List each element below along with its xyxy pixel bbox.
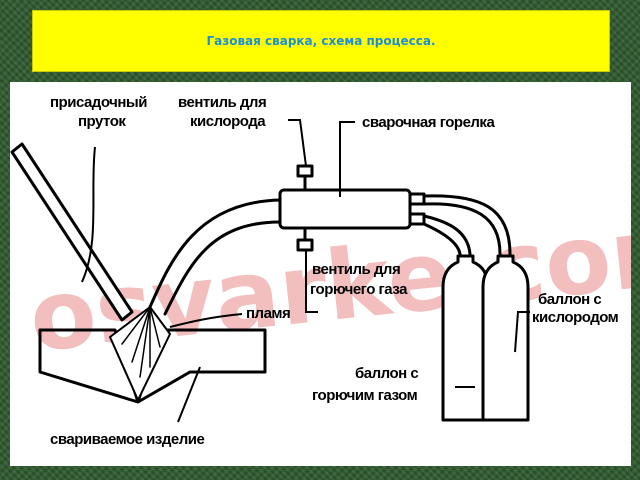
label-fuel-cylinder-2: горючим газом xyxy=(312,387,418,404)
leader-workpiece xyxy=(177,366,201,423)
leader-oxygen-valve xyxy=(288,119,307,167)
label-fuel-valve-1: вентиль для xyxy=(312,261,400,278)
label-flame: пламя xyxy=(246,305,290,322)
torch-nozzle-lower xyxy=(163,220,282,316)
flame-rays xyxy=(121,306,161,378)
label-oxygen-valve-2: кислорода xyxy=(190,113,266,130)
leader-torch xyxy=(339,121,355,197)
fuel-valve-knob xyxy=(296,238,314,252)
label-fuel-cylinder-1: баллон с xyxy=(355,365,418,382)
title-banner: Газовая сварка, схема процесса. xyxy=(32,10,610,72)
oxygen-hose-inner xyxy=(422,202,502,256)
fuel-hose-inner xyxy=(422,222,462,256)
label-filler-rod-2: пруток xyxy=(78,113,126,130)
label-filler-rod-1: присадочный xyxy=(50,94,147,111)
label-torch: сварочная горелка xyxy=(362,114,495,131)
leader-filler-rod xyxy=(81,146,96,283)
leader-fuel-valve xyxy=(305,250,318,313)
oxygen-hose xyxy=(422,194,512,256)
flame xyxy=(109,306,171,401)
hose-connector-top xyxy=(408,192,426,206)
page-title: Газовая сварка, схема процесса. xyxy=(206,34,436,48)
filler-rod xyxy=(10,142,134,322)
label-oxygen-cylinder-2: кислородом xyxy=(532,309,619,326)
torch-body xyxy=(278,188,412,230)
hose-connector-bottom xyxy=(408,212,426,226)
leader-flame xyxy=(169,313,243,328)
label-workpiece: свариваемое изделие xyxy=(50,431,204,448)
torch-nozzle-upper xyxy=(148,198,282,309)
diagram-panel: osvarke.com xyxy=(10,82,631,466)
leader-oxygen-cylinder xyxy=(514,311,530,353)
label-oxygen-cylinder-1: баллон с xyxy=(538,291,601,308)
label-oxygen-valve-1: вентиль для xyxy=(178,94,266,111)
fuel-hose xyxy=(422,214,472,256)
label-fuel-valve-2: горючего газа xyxy=(310,281,408,298)
fuel-cylinder xyxy=(441,254,490,422)
welding-diagram: osvarke.com xyxy=(10,94,631,448)
oxygen-cylinder xyxy=(481,254,530,422)
